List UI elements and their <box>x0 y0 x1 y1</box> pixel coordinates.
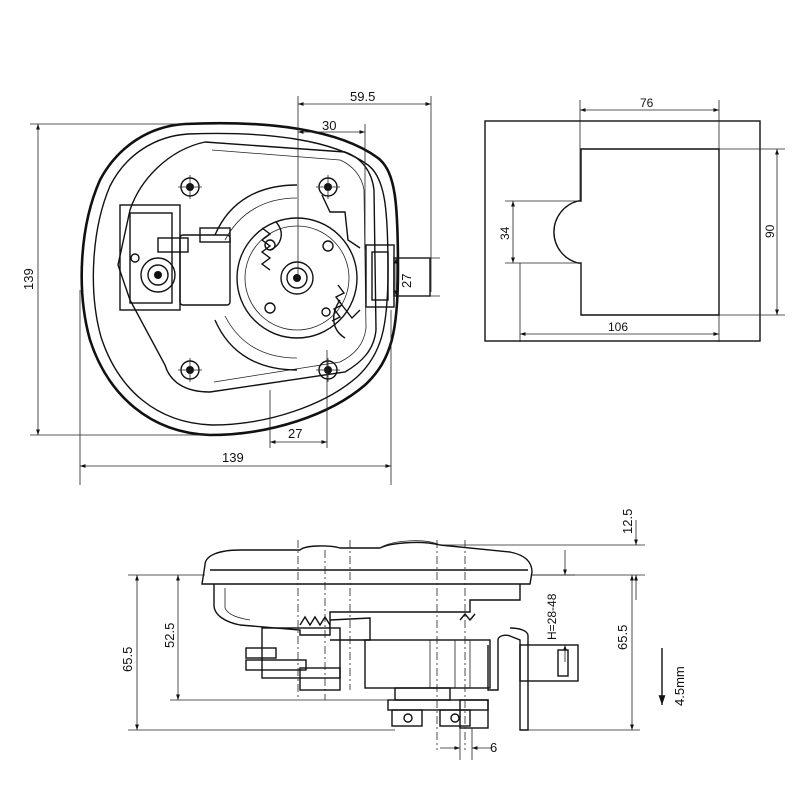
dim-27-bottom-label: 27 <box>288 426 302 441</box>
dim-139-vertical: 139 <box>21 123 210 436</box>
dim-65-5-right: 65.5 <box>528 575 640 731</box>
dim-h-range-label: H=28-48 <box>545 593 559 640</box>
dim-139-horizontal: 139 <box>79 290 392 485</box>
dim-65-5-left-label: 65.5 <box>120 647 135 672</box>
dim-h-range: H=28-48 <box>532 550 575 662</box>
dim-65-5-right-label: 65.5 <box>615 625 630 650</box>
dim-106-label: 106 <box>608 320 628 334</box>
dim-76: 76 <box>579 96 720 201</box>
travel-indicator: 4.5mm <box>658 648 687 706</box>
top-view: 59.5 30 139 27 27 <box>21 89 440 485</box>
dim-6-label: 6 <box>490 740 497 755</box>
dim-76-label: 76 <box>640 96 654 110</box>
dim-30: 30 <box>298 118 366 250</box>
dim-139-horizontal-label: 139 <box>222 450 244 465</box>
cutout-view: 76 34 90 106 <box>484 96 785 342</box>
screw-bottom-right <box>316 358 340 382</box>
dim-34-label: 34 <box>498 226 512 240</box>
screw-top-right <box>316 175 340 199</box>
travel-label: 4.5mm <box>672 666 687 706</box>
dim-59-5-label: 59.5 <box>350 89 375 104</box>
dim-27-side: 27 <box>394 257 440 297</box>
dim-52-5: 52.5 <box>162 575 388 701</box>
dim-27-bottom: 27 <box>269 350 328 448</box>
dim-139-vertical-label: 139 <box>21 268 36 290</box>
screw-top-left <box>178 175 202 199</box>
dim-6: 6 <box>440 728 497 760</box>
side-view: 12.5 65.5 52.5 H=28-48 65.5 <box>120 509 687 760</box>
dim-106: 106 <box>519 263 720 342</box>
dim-34: 34 <box>498 200 578 264</box>
dim-12-5-label: 12.5 <box>620 509 635 534</box>
screw-bottom-left <box>178 358 202 382</box>
dim-27-side-label: 27 <box>399 274 414 288</box>
dim-65-5-left: 65.5 <box>120 574 395 731</box>
dim-30-label: 30 <box>322 118 336 133</box>
dim-59-5: 59.5 <box>297 89 432 292</box>
dim-90: 90 <box>719 148 785 316</box>
dim-90-label: 90 <box>763 224 777 238</box>
dim-52-5-label: 52.5 <box>162 623 177 648</box>
dim-12-5: 12.5 <box>440 509 645 600</box>
